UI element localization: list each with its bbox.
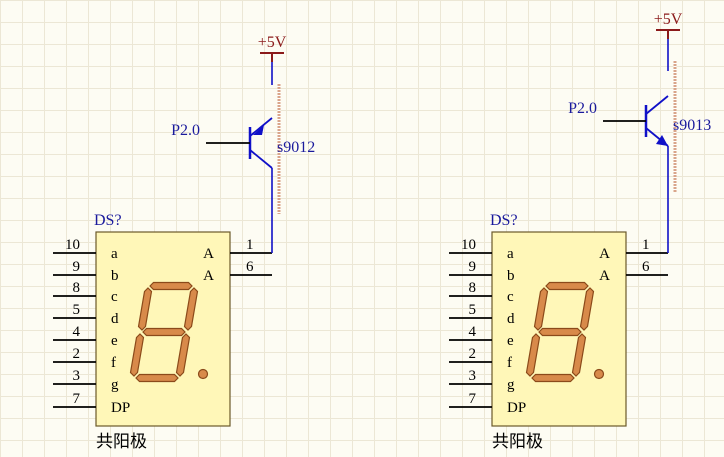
display-comment: 共阳极	[96, 432, 147, 452]
right-pin-number: 1	[246, 237, 254, 253]
left-pin-number: 9	[73, 259, 81, 275]
segment-label: g	[111, 377, 119, 393]
left-pin-number: 3	[73, 368, 81, 384]
segment-label: b	[507, 268, 515, 284]
display-designator: DS?	[94, 212, 122, 229]
left-pin-number: 5	[469, 302, 477, 318]
segment-e	[525, 333, 541, 377]
left-pin-number: 5	[73, 302, 81, 318]
emitter-arrow	[656, 135, 668, 146]
transistor-label: s9013	[673, 117, 711, 134]
display-comment: 共阳极	[492, 432, 543, 452]
segment-label: e	[111, 333, 118, 349]
transistor-lower-lead	[249, 149, 273, 169]
right-pin-number: 6	[642, 259, 650, 275]
segment-a	[149, 281, 193, 291]
power-label: +5V	[654, 11, 683, 28]
segment-label: c	[507, 289, 514, 305]
segment-g	[538, 327, 582, 337]
segment-f	[533, 287, 549, 331]
segment-f	[137, 287, 153, 331]
base-signal-label: P2.0	[568, 100, 597, 117]
left-pin-number: 2	[73, 346, 81, 362]
display-designator: DS?	[490, 212, 518, 229]
transistor-label: s9012	[277, 139, 315, 156]
segment-label: d	[111, 311, 119, 327]
left-pin-number: 10	[461, 237, 476, 253]
segment-c	[175, 333, 191, 377]
seven-segment-digit	[525, 281, 595, 383]
seven-segment-digit	[129, 281, 199, 383]
left-pin-number: 4	[73, 324, 81, 340]
segment-label: DP	[507, 400, 526, 416]
left-pin-number: 3	[469, 368, 477, 384]
common-anode-label: A	[203, 246, 214, 262]
segment-e	[129, 333, 145, 377]
segment-b	[579, 287, 595, 331]
segment-label: e	[507, 333, 514, 349]
base-signal-label: P2.0	[171, 122, 200, 139]
segment-label: a	[111, 246, 118, 262]
segment-label: c	[111, 289, 118, 305]
power-label: +5V	[258, 34, 287, 51]
segment-d	[135, 373, 179, 383]
segment-d	[531, 373, 575, 383]
segment-dp	[197, 368, 209, 380]
common-anode-label: A	[203, 268, 214, 284]
segment-label: f	[507, 355, 512, 371]
segment-g	[142, 327, 186, 337]
left-pin-number: 7	[73, 391, 81, 407]
right-pin-number: 1	[642, 237, 650, 253]
transistor-upper-lead	[645, 95, 669, 115]
left-pin-number: 8	[73, 280, 81, 296]
segment-label: a	[507, 246, 514, 262]
transistor-upper-lead	[249, 117, 273, 137]
segment-a	[545, 281, 589, 291]
right-pin-number: 6	[246, 259, 254, 275]
emitter-arrow	[253, 125, 264, 135]
left-pin-number: 10	[65, 237, 80, 253]
left-pin-number: 4	[469, 324, 477, 340]
segment-label: f	[111, 355, 116, 371]
segment-label: DP	[111, 400, 130, 416]
left-pin-number: 9	[469, 259, 477, 275]
common-anode-label: A	[599, 268, 610, 284]
segment-label: b	[111, 268, 119, 284]
segment-dp	[593, 368, 605, 380]
left-pin-number: 7	[469, 391, 477, 407]
segment-b	[183, 287, 199, 331]
segment-label: g	[507, 377, 515, 393]
left-pin-number: 2	[469, 346, 477, 362]
left-pin-number: 8	[469, 280, 477, 296]
segment-label: d	[507, 311, 515, 327]
segment-c	[571, 333, 587, 377]
common-anode-label: A	[599, 246, 610, 262]
